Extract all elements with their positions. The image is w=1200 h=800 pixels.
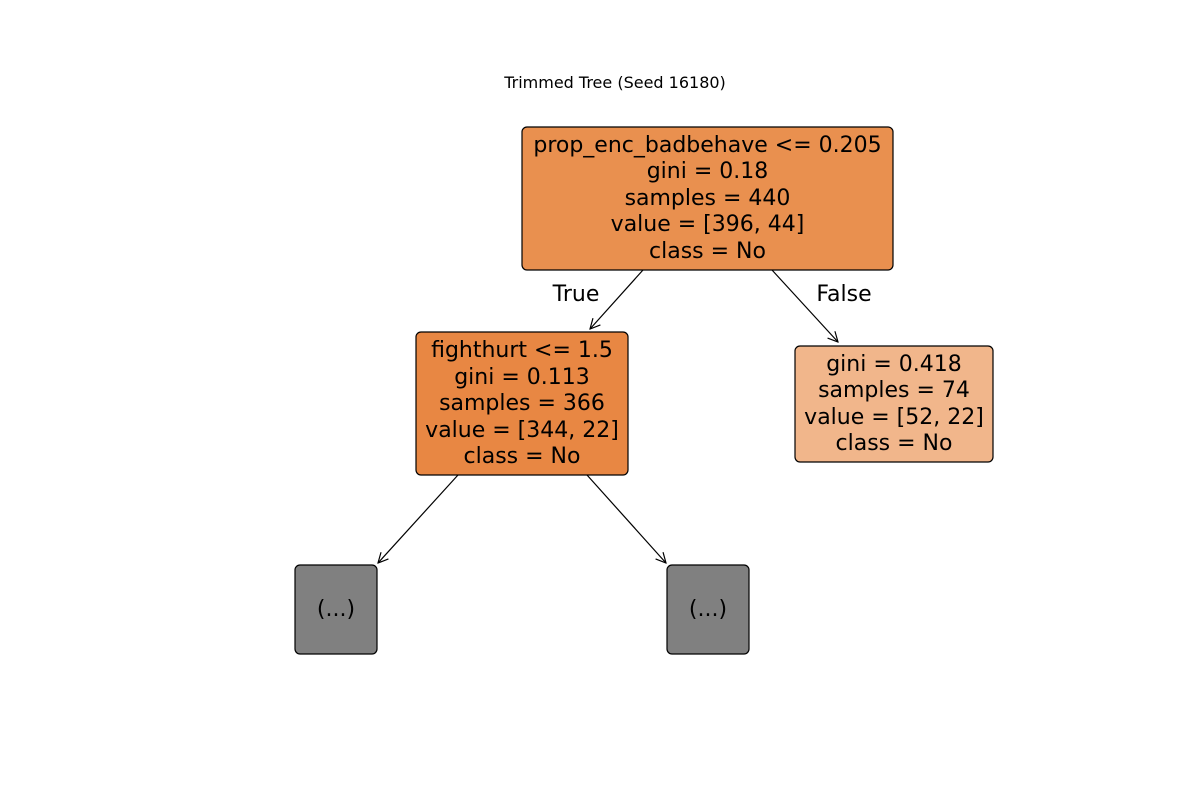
node-text-right-line-4: class = No (836, 431, 953, 456)
node-text-root-line-1: prop_enc_badbehave <= 0.205 (533, 133, 881, 158)
node-text-root-line-4: value = [396, 44] (611, 212, 805, 237)
figure-title: Trimmed Tree (Seed 16180) (503, 73, 726, 92)
edge-label-true: True (552, 282, 600, 307)
node-text-left-line-4: value = [344, 22] (425, 418, 619, 443)
node-text-right-line-1: gini = 0.418 (826, 352, 962, 377)
tree-node-right: gini = 0.418 samples = 74 value = [52, 2… (794, 345, 994, 463)
node-text-root-line-3: samples = 440 (625, 186, 791, 211)
node-text-right-line-3: value = [52, 22] (804, 405, 984, 430)
node-text-left-line-2: gini = 0.113 (454, 365, 590, 390)
tree-node-left: fighthurt <= 1.5 gini = 0.113 samples = … (415, 331, 629, 476)
node-text-root-line-2: gini = 0.18 (647, 159, 769, 184)
node-box-truncated-left (294, 564, 378, 655)
node-text-left-line-3: samples = 366 (439, 391, 605, 416)
node-text-right-line-2: samples = 74 (818, 378, 970, 403)
node-box-truncated-right (666, 564, 750, 655)
edge-left-to-left-right (586, 474, 666, 563)
tree-node-root: prop_enc_badbehave <= 0.205 gini = 0.18 … (521, 126, 894, 271)
node-text-truncated-left: (...) (317, 597, 355, 622)
edge-label-false: False (816, 282, 871, 307)
edge-root-to-right (771, 269, 838, 342)
node-box-root (521, 126, 894, 271)
edge-left-to-left-left (378, 474, 459, 563)
node-box-right (794, 345, 994, 463)
edge-root-to-left (590, 269, 644, 329)
node-text-left-line-1: fighthurt <= 1.5 (431, 338, 613, 363)
node-text-root-line-5: class = No (649, 239, 766, 264)
node-text-truncated-right: (...) (689, 597, 727, 622)
tree-node-truncated-right: (...) (666, 564, 750, 655)
node-box-left (415, 331, 629, 476)
node-text-left-line-5: class = No (464, 444, 581, 469)
tree-node-truncated-left: (...) (294, 564, 378, 655)
